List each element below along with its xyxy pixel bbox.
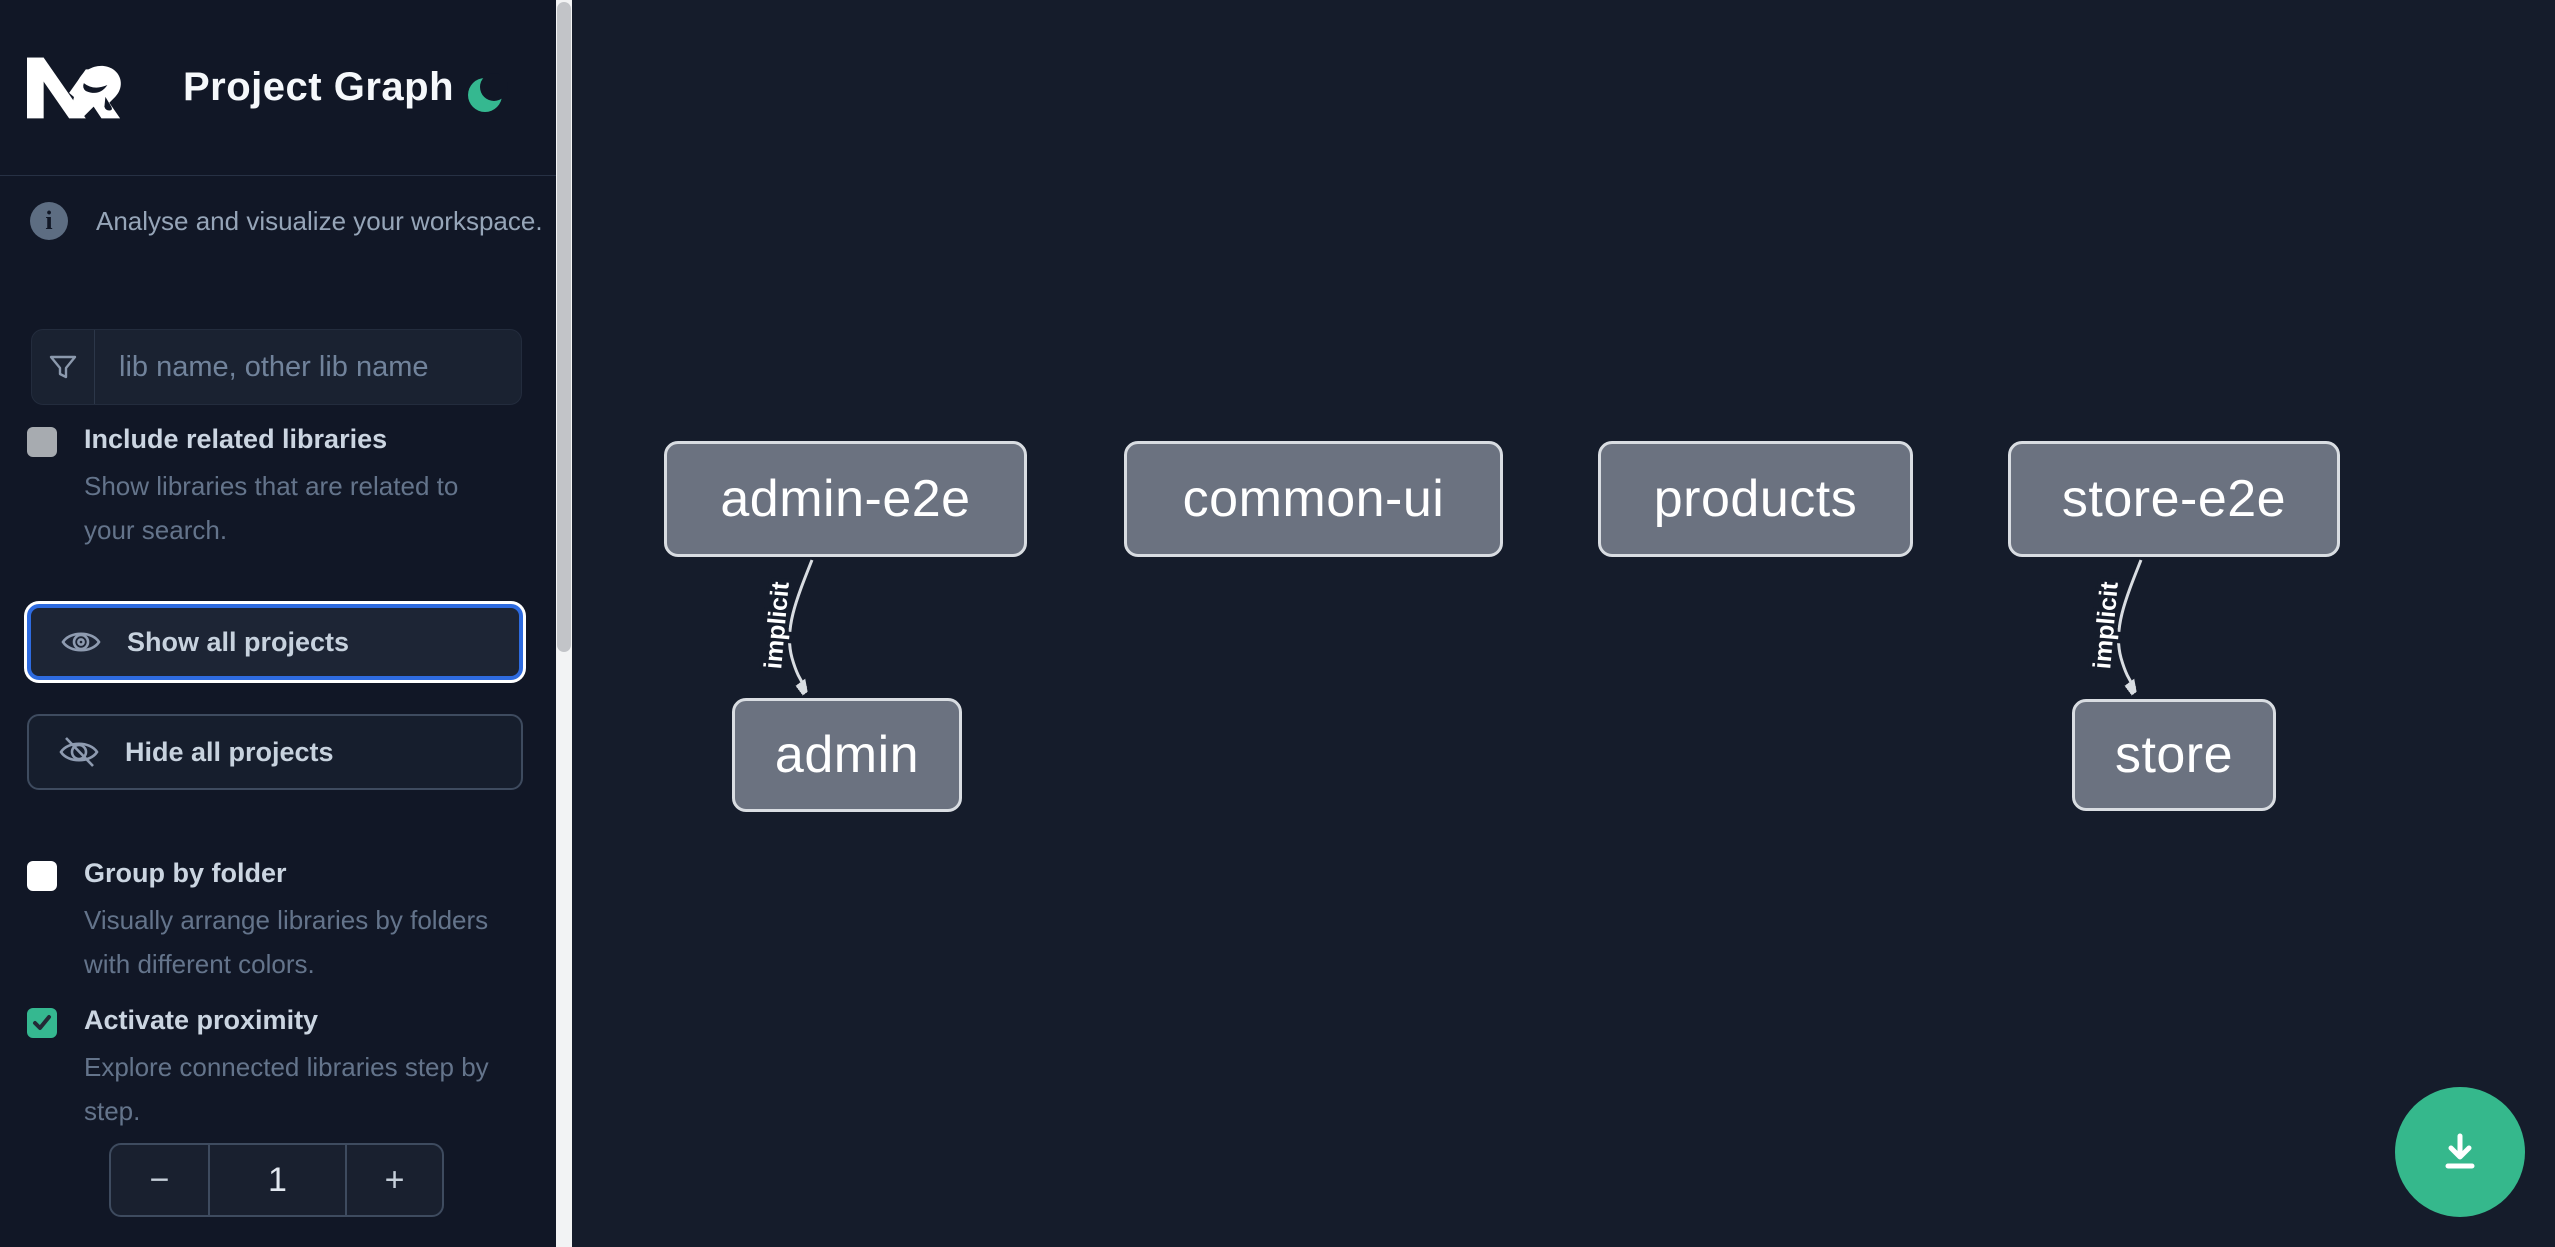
toggle-description: Explore connected libraries step by step… — [84, 1052, 489, 1126]
group-by-folder-checkbox[interactable] — [27, 861, 57, 891]
check-icon — [33, 1015, 51, 1030]
toggle-activate-proximity: Activate proximity Explore connected lib… — [27, 1005, 512, 1133]
moon-icon — [468, 73, 508, 112]
tagline-row: i Analyse and visualize your workspace. — [30, 202, 543, 240]
toggle-include-related: Include related libraries Show libraries… — [27, 424, 512, 552]
toggle-description: Visually arrange libraries by folders wi… — [84, 905, 489, 979]
show-all-projects-label: Show all projects — [127, 626, 350, 657]
include-related-checkbox[interactable] — [27, 427, 57, 457]
hide-all-projects-label: Hide all projects — [125, 736, 334, 767]
activate-proximity-checkbox[interactable] — [27, 1008, 57, 1038]
sidebar-header: Project Graph — [0, 0, 556, 176]
stepper-increment-button[interactable]: + — [347, 1145, 442, 1215]
toggle-group-by-folder: Group by folder Visually arrange librari… — [27, 858, 512, 986]
eye-icon — [61, 632, 101, 652]
hide-all-projects-button[interactable]: Hide all projects — [27, 714, 523, 790]
funnel-icon — [32, 330, 95, 404]
stepper-value: 1 — [208, 1145, 347, 1215]
stepper-decrement-button[interactable]: − — [111, 1145, 208, 1215]
sidebar: Project Graph i Analyse and visualize yo… — [0, 0, 556, 1247]
edge-label: implicit — [2088, 580, 2124, 670]
info-icon: i — [30, 202, 68, 240]
edge-store-e2e-store — [2117, 559, 2143, 688]
toggle-label: Include related libraries — [84, 424, 388, 454]
node-products[interactable]: products — [1598, 441, 1913, 557]
edge-label: implicit — [759, 580, 795, 670]
search-input[interactable] — [95, 330, 521, 404]
tagline-text: Analyse and visualize your workspace. — [96, 205, 543, 236]
edge-admin-e2e-admin — [788, 559, 814, 688]
toggle-label: Activate proximity — [84, 1005, 319, 1035]
search-box — [31, 329, 522, 405]
node-common-ui[interactable]: common-ui — [1124, 441, 1503, 557]
graph-edges: implicit implicit — [755, 559, 2143, 1247]
node-admin-e2e[interactable]: admin-e2e — [664, 441, 1027, 557]
proximity-stepper: − 1 + — [109, 1143, 444, 1217]
page-title: Project Graph — [183, 65, 455, 109]
graph-canvas[interactable]: implicit implicit admin-e2e common-ui pr… — [572, 0, 2555, 1247]
download-icon — [2445, 1133, 2475, 1169]
node-store[interactable]: store — [2072, 699, 2276, 811]
show-all-projects-button[interactable]: Show all projects — [27, 604, 523, 680]
sidebar-divider — [556, 0, 572, 1247]
theme-toggle-button[interactable] — [465, 72, 509, 116]
toggle-description: Show libraries that are related to your … — [84, 471, 459, 545]
sidebar-scrollbar-thumb[interactable] — [557, 2, 571, 652]
eye-off-icon — [59, 737, 99, 767]
download-image-button[interactable] — [2395, 1087, 2525, 1217]
node-admin[interactable]: admin — [732, 698, 962, 812]
node-store-e2e[interactable]: store-e2e — [2008, 441, 2340, 557]
nx-logo — [27, 57, 121, 118]
toggle-label: Group by folder — [84, 858, 287, 888]
